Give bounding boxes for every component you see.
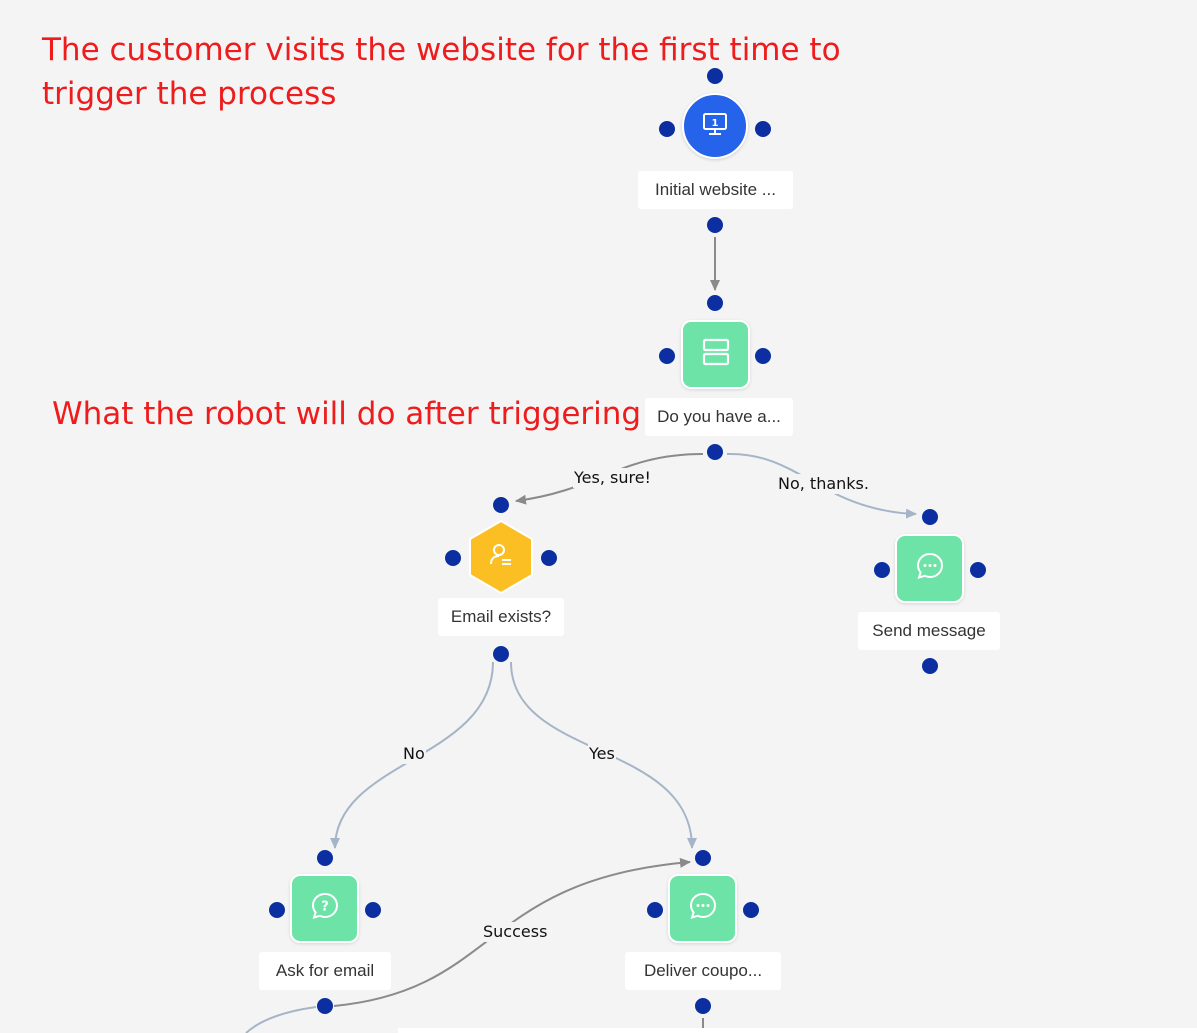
port-deliver-coupon-top[interactable] (695, 850, 711, 866)
ask-email-node[interactable]: ? (290, 874, 359, 943)
port-send-message-right[interactable] (970, 562, 986, 578)
port-initial-right[interactable] (755, 121, 771, 137)
message-icon (915, 551, 945, 586)
port-send-message-left[interactable] (874, 562, 890, 578)
port-deliver-coupon-bottom[interactable] (695, 998, 711, 1014)
ask-email-label[interactable]: Ask for email (259, 952, 391, 990)
port-ask-email-top[interactable] (317, 850, 333, 866)
message-icon (688, 891, 718, 926)
send-message-node[interactable] (895, 534, 964, 603)
edge-label-no-thanks: No, thanks. (777, 474, 870, 494)
email-exists-label[interactable]: Email exists? (438, 598, 564, 636)
deliver-coupon-node[interactable] (668, 874, 737, 943)
edge-label-no: No (402, 744, 426, 764)
question-node[interactable] (681, 320, 750, 389)
port-initial-bottom[interactable] (707, 217, 723, 233)
robot-annotation: What the robot will do after triggering (52, 396, 642, 432)
port-initial-top[interactable] (707, 68, 723, 84)
question-icon: ? (310, 891, 340, 926)
port-email-exists-right[interactable] (541, 550, 557, 566)
port-question-right[interactable] (755, 348, 771, 364)
edge-label-yes-sure: Yes, sure! (573, 468, 652, 488)
port-deliver-coupon-right[interactable] (743, 902, 759, 918)
user-check-icon (488, 542, 514, 573)
port-email-exists-top[interactable] (493, 497, 509, 513)
canvas-bottom-strip (398, 1028, 1197, 1033)
port-question-bottom[interactable] (707, 444, 723, 460)
svg-text:?: ? (321, 900, 329, 915)
port-send-message-bottom[interactable] (922, 658, 938, 674)
trigger-annotation: The customer visits the website for the … (42, 32, 841, 112)
svg-text:1: 1 (712, 118, 719, 129)
port-initial-left[interactable] (659, 121, 675, 137)
deliver-coupon-label[interactable]: Deliver coupo... (625, 952, 781, 990)
send-message-label[interactable]: Send message (858, 612, 1000, 650)
port-question-left[interactable] (659, 348, 675, 364)
port-deliver-coupon-left[interactable] (647, 902, 663, 918)
port-send-message-top[interactable] (922, 509, 938, 525)
edge-label-success: Success (482, 922, 549, 942)
monitor-icon: 1 (701, 110, 729, 143)
email-exists-node[interactable] (467, 519, 535, 595)
port-question-top[interactable] (707, 295, 723, 311)
initial-website-node[interactable]: 1 (682, 93, 748, 159)
form-icon (701, 337, 731, 372)
port-ask-email-right[interactable] (365, 902, 381, 918)
edge-label-yes: Yes (588, 744, 616, 764)
port-email-exists-left[interactable] (445, 550, 461, 566)
edge-ask-email-out[interactable] (245, 1006, 317, 1033)
question-label[interactable]: Do you have a... (645, 398, 793, 436)
initial-website-label[interactable]: Initial website ... (638, 171, 793, 209)
port-email-exists-bottom[interactable] (493, 646, 509, 662)
port-ask-email-bottom[interactable] (317, 998, 333, 1014)
port-ask-email-left[interactable] (269, 902, 285, 918)
